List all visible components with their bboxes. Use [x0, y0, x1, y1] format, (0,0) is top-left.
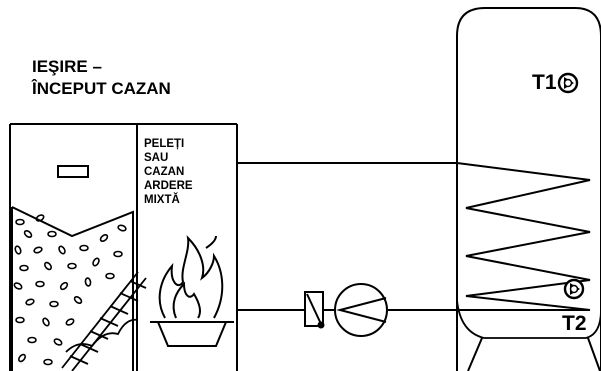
outlet-title-line1: IEŞIRE –	[32, 57, 102, 76]
auger-screw	[61, 271, 147, 371]
tank-leg-right	[587, 337, 601, 371]
circulation-pump-icon	[334, 283, 388, 337]
pellets	[13, 214, 127, 366]
hopper-window	[57, 165, 89, 178]
fuel-label-line2: SAU	[144, 152, 169, 164]
check-valve-icon	[304, 291, 325, 329]
boiler-housing	[9, 123, 238, 371]
flame-burner	[150, 235, 234, 347]
fuel-label-line5: MIXTĂ	[144, 194, 180, 206]
pellet-hopper	[11, 206, 134, 371]
fuel-label-line1: PELEȚI	[144, 138, 185, 150]
tank-leg-left	[467, 337, 483, 371]
sensor-label-t1: T1	[532, 71, 557, 94]
fuel-label-line3: CAZAN	[144, 166, 185, 178]
fuel-label-line4: ARDERE	[144, 180, 193, 192]
outlet-title-line2: ÎNCEPUT CAZAN	[32, 79, 171, 98]
storage-tank	[456, 7, 601, 371]
sensor-label-t2: T2	[560, 312, 589, 336]
sensor-icon-t2	[563, 278, 585, 300]
heating-coil	[456, 162, 591, 311]
sensor-icon-t1	[557, 72, 579, 94]
